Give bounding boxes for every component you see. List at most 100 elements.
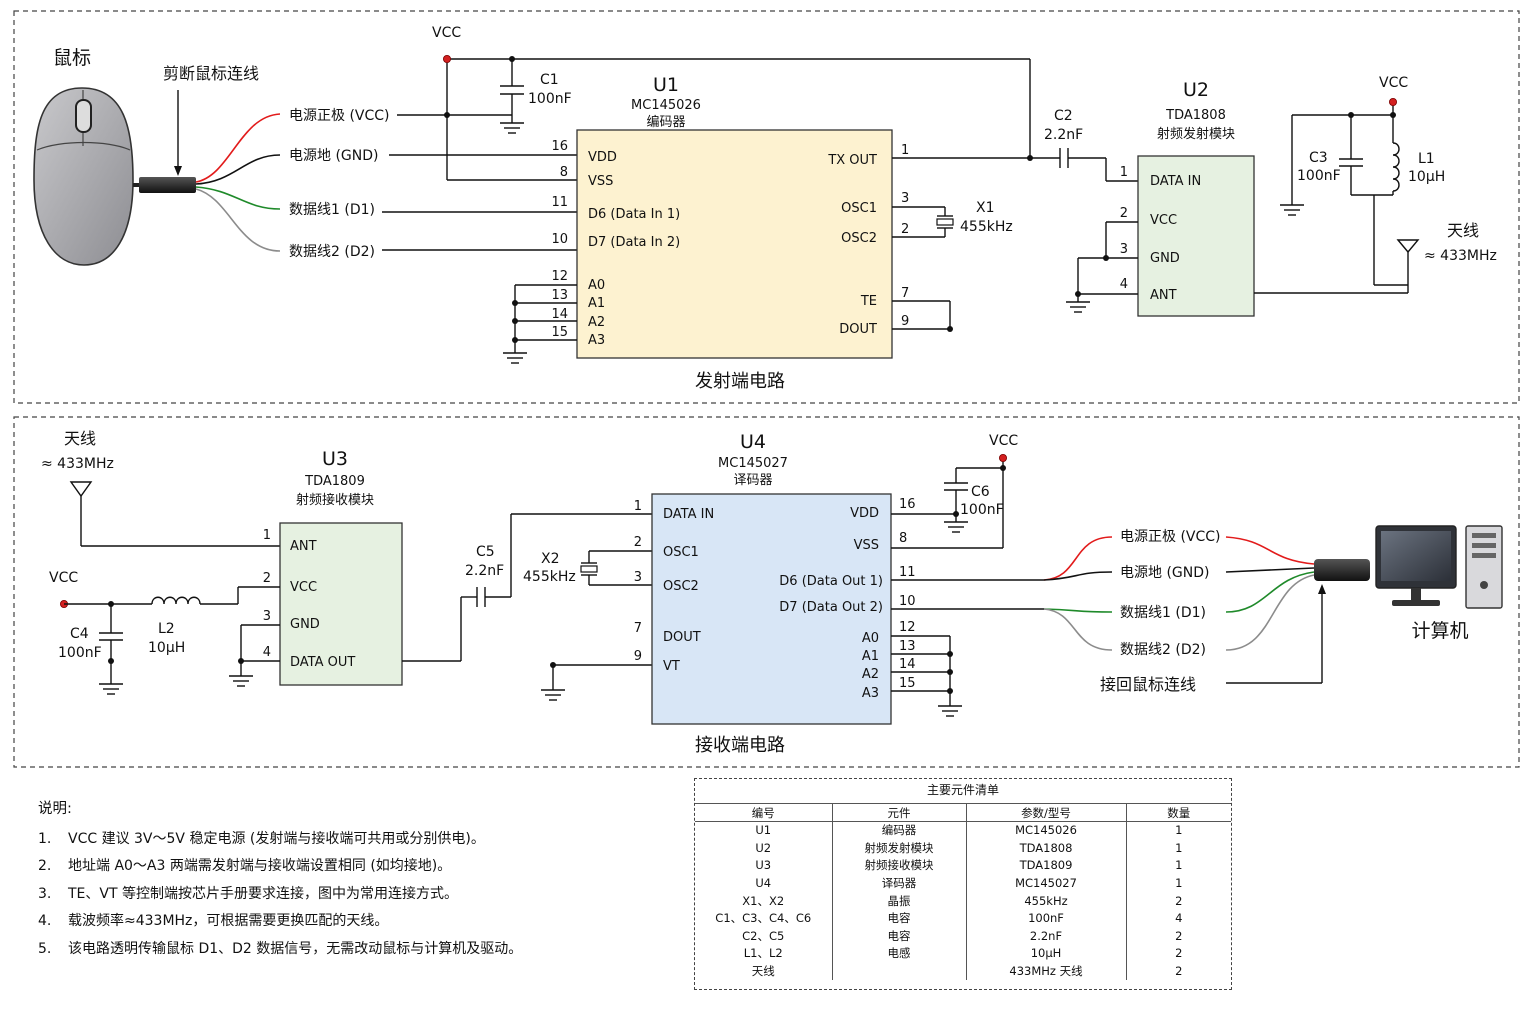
u1-pin-num: 11 [551, 195, 568, 210]
u1-pin-num: 3 [901, 191, 909, 206]
notes-title: 说明: [38, 801, 72, 817]
note-number: 5. [38, 940, 52, 957]
c3-ref: C3 [1309, 150, 1328, 166]
table-cell: 2 [1175, 928, 1183, 943]
note-number: 3. [38, 885, 52, 902]
u1-pin-num: 16 [551, 139, 568, 154]
note-text: VCC 建议 3V～5V 稳定电源 (发射端与接收端可共用或分别供电)。 [68, 830, 485, 847]
table-cell: 1 [1175, 840, 1183, 855]
table-cell: 译码器 [832, 874, 967, 893]
u3-pin-name: DATA OUT [290, 655, 355, 670]
u3-pin-num: 2 [263, 571, 271, 586]
antenna-icon [69, 481, 93, 498]
c4-value: 100nF [58, 645, 102, 661]
note-text: TE、VT 等控制端按芯片手册要求连接，图中为常用连接方式。 [68, 885, 458, 902]
column-header: 数量 [1126, 803, 1231, 822]
u1-pin-num: 14 [551, 307, 568, 322]
table-cell: C2、C5 [695, 927, 833, 946]
x1-crystal [936, 215, 954, 229]
c6-capacitor [944, 482, 968, 491]
notes-list: 1.VCC 建议 3V～5V 稳定电源 (发射端与接收端可共用或分别供电)。 2… [38, 826, 522, 964]
u3-pin-name: ANT [290, 539, 317, 554]
tx-antenna-freq: ≈ 433MHz [1424, 248, 1497, 264]
u1-pin-num: 1 [901, 143, 909, 158]
c1-capacitor [500, 59, 524, 134]
list-item: 3. TE、VT 等控制端按芯片手册要求连接，图中为常用连接方式。 [38, 881, 522, 909]
u2-pin-num: 1 [1120, 165, 1128, 180]
note-number: 1. [38, 830, 52, 847]
u2-pin-name: DATA IN [1150, 174, 1201, 189]
u4-pin-num: 13 [899, 639, 916, 654]
u1-pin-num: 10 [551, 232, 568, 247]
c4-capacitor [99, 632, 123, 641]
c1-ref: C1 [540, 72, 559, 88]
u4-pin-num: 11 [899, 565, 916, 580]
u4-pin-num: 8 [899, 531, 907, 546]
computer-label: 计算机 [1411, 620, 1468, 642]
u3-ref: U3 [322, 448, 348, 470]
u1-part: MC145026 [631, 98, 701, 113]
rx-wire-d1: 数据线1 (D1) [1120, 605, 1206, 621]
u1-pin-name: OSC2 [841, 231, 877, 246]
u1-right-pins: TX OUT 1 OSC1 3 OSC2 2 TE 7 DOUT 9 [827, 143, 909, 337]
u1-pin-name: A2 [588, 315, 605, 330]
mouse-label: 鼠标 [53, 47, 91, 69]
table-cell: C1、C3、C4、C6 [695, 909, 833, 928]
antenna-icon [1396, 239, 1420, 254]
u3-desc: 射频接收模块 [296, 492, 374, 508]
l1-value: 10μH [1408, 169, 1445, 185]
u4-ref: U4 [740, 431, 766, 453]
l1-inductor [1392, 142, 1400, 192]
u4-desc: 译码器 [733, 473, 772, 488]
cut-label: 剪断鼠标连线 [163, 64, 259, 83]
table-cell: 10μH [966, 945, 1127, 963]
u3-pin-name: GND [290, 617, 320, 632]
u4-pin-name: A2 [862, 667, 879, 682]
x2-crystal [580, 562, 598, 576]
u4-pin-name: DOUT [663, 630, 701, 645]
table-cell: U1 [695, 821, 833, 840]
table-cell: 电感 [832, 945, 967, 963]
note-number: 4. [38, 913, 52, 930]
table-cell: U3 [695, 857, 833, 875]
bom-title: 主要元件清单 [926, 783, 999, 797]
u3-part: TDA1809 [304, 474, 365, 489]
u4-chip [651, 493, 892, 725]
u3-pins: 1 ANT 2 VCC 3 GND 4 DATA OUT [263, 528, 356, 670]
u1-pin-num: 2 [901, 222, 909, 237]
table-cell: TDA1809 [966, 857, 1127, 875]
tx-antenna-label: 天线 [1447, 221, 1479, 240]
u4-pin-name: A1 [862, 649, 879, 664]
u4-pin-num: 7 [634, 621, 642, 636]
c2-capacitor [1059, 148, 1069, 168]
table-cell: 电容 [832, 927, 967, 946]
u1-ref: U1 [653, 74, 679, 96]
table-cell: 2 [1175, 893, 1183, 908]
u4-pin-num: 1 [634, 499, 642, 514]
tx-vcc2-label: VCC [1379, 75, 1408, 91]
rx-vcc-label: VCC [49, 570, 78, 586]
ground-icon [1066, 301, 1090, 313]
table-cell: X1、X2 [695, 892, 833, 910]
rx-wire-gnd: 电源地 (GND) [1120, 565, 1209, 581]
note-text: 地址端 A0～A3 两端需发射端与接收端设置相同 (如均接地)。 [68, 858, 452, 875]
u1-pin-name: DOUT [839, 322, 877, 337]
u4-right-pins: VDD 16 VSS 8 D6 (Data Out 1) 11 D7 (Data… [779, 497, 915, 701]
x1-value: 455kHz [960, 219, 1013, 235]
u1-pin-name: A1 [588, 296, 605, 311]
ground-icon [503, 352, 527, 364]
u2-pin-num: 3 [1120, 242, 1128, 257]
table-cell: 1 [1175, 823, 1183, 838]
u3-pin-num: 4 [263, 645, 271, 660]
u2-pin-name: GND [1150, 251, 1180, 266]
u1-pin-name: TX OUT [827, 153, 877, 168]
u4-pin-num: 9 [634, 649, 642, 664]
l2-ref: L2 [158, 621, 175, 637]
u1-pin-name: OSC1 [841, 201, 877, 216]
u4-pin-num: 12 [899, 620, 916, 635]
